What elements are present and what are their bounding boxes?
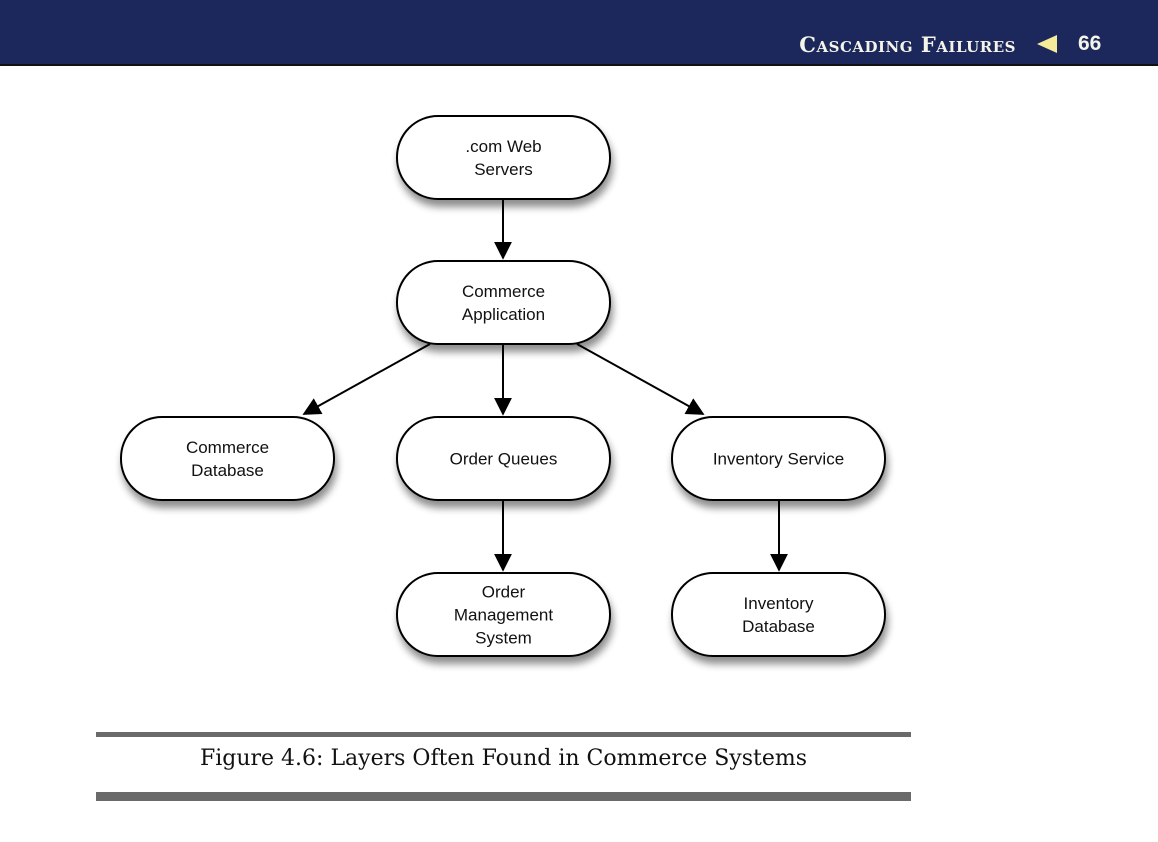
section-title: Cascading Failures	[799, 32, 1016, 57]
node-label: Commerce	[186, 438, 269, 457]
node-label: .com Web	[465, 137, 541, 156]
node-label: System	[475, 629, 532, 648]
node-shape	[396, 260, 611, 345]
edges	[302, 199, 788, 572]
node-label: Order Queues	[450, 450, 558, 469]
page-number: 66	[1078, 32, 1102, 55]
node-label: Inventory	[744, 594, 814, 613]
nodes: .com WebServersCommerceApplicationCommer…	[120, 115, 886, 657]
node-shape	[671, 416, 886, 501]
edge-commerce-application-to-inventory-service	[576, 343, 705, 415]
node-shape	[120, 416, 335, 501]
node-label: Management	[454, 606, 554, 625]
node-shape	[396, 416, 611, 501]
left-triangle-icon[interactable]	[1037, 35, 1057, 53]
node-order-queues[interactable]: Order Queues	[396, 416, 611, 501]
node-label: Order	[482, 583, 526, 602]
node-label: Database	[742, 617, 815, 636]
node-label: Servers	[474, 160, 533, 179]
node-shape	[671, 572, 886, 657]
node-label: Application	[462, 305, 545, 324]
figure-caption: Figure 4.6: Layers Often Found in Commer…	[199, 746, 808, 771]
node-shape	[396, 115, 611, 200]
node-shape	[396, 572, 611, 657]
node-label: Commerce	[462, 282, 545, 301]
node-inventory-service[interactable]: Inventory Service	[671, 416, 886, 501]
edge-commerce-application-to-commerce-database	[302, 343, 431, 415]
page-header: Cascading Failures 66	[0, 0, 1158, 66]
node-label: Inventory Service	[713, 450, 844, 469]
node-label: Database	[191, 461, 264, 480]
caption-bottom-rule	[96, 792, 911, 801]
caption-top-rule	[96, 732, 911, 737]
